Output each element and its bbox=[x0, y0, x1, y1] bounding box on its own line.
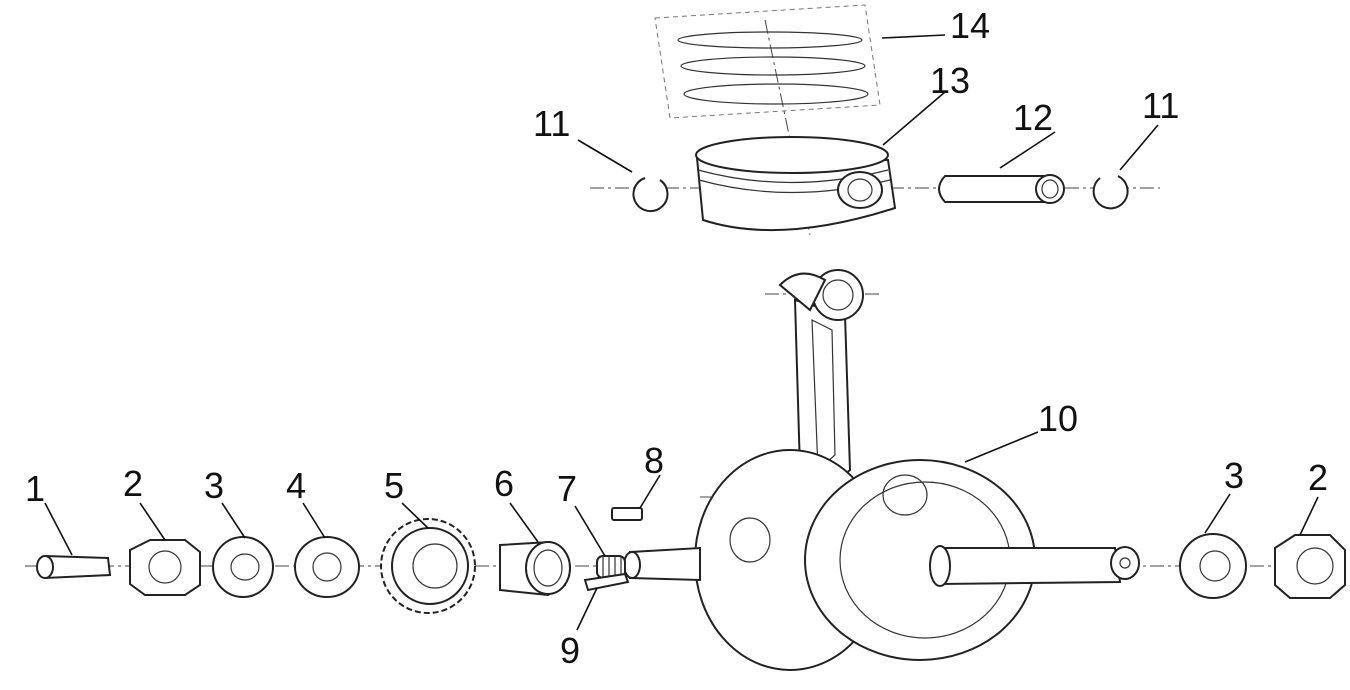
circlip-left bbox=[632, 177, 669, 213]
washer-left bbox=[212, 536, 274, 598]
connecting-rod bbox=[778, 269, 864, 502]
callout-6: 6 bbox=[494, 463, 514, 504]
nut-left bbox=[129, 539, 201, 596]
spring bbox=[596, 555, 626, 579]
washer-right bbox=[1179, 533, 1247, 599]
callout-3-left: 3 bbox=[204, 465, 224, 506]
callout-5: 5 bbox=[384, 465, 404, 506]
callout-3-right: 3 bbox=[1224, 455, 1244, 496]
piston-rings bbox=[654, 4, 881, 119]
callout-7: 7 bbox=[557, 468, 577, 509]
nut-right bbox=[1274, 534, 1346, 599]
bolt bbox=[36, 554, 112, 580]
key bbox=[611, 507, 643, 521]
callout-10: 10 bbox=[1038, 398, 1078, 439]
callout-14: 14 bbox=[950, 5, 990, 46]
spacer bbox=[294, 536, 360, 598]
callout-8: 8 bbox=[644, 440, 664, 481]
crankshaft bbox=[623, 449, 1140, 671]
callout-4: 4 bbox=[286, 465, 306, 506]
piston-pin bbox=[938, 174, 1065, 204]
callout-1: 1 bbox=[25, 468, 45, 509]
leader-lines bbox=[44, 34, 1319, 631]
callout-2-right: 2 bbox=[1308, 457, 1328, 498]
callout-13: 13 bbox=[930, 60, 970, 101]
piston bbox=[695, 136, 897, 232]
callout-2-left: 2 bbox=[123, 463, 143, 504]
callout-12: 12 bbox=[1013, 97, 1053, 138]
circlip-right bbox=[1092, 175, 1129, 210]
callout-9: 9 bbox=[560, 630, 580, 671]
callout-11-left: 11 bbox=[533, 103, 570, 144]
timing-gear bbox=[380, 518, 476, 614]
callout-11-right: 11 bbox=[1142, 85, 1179, 126]
woodruff-key bbox=[583, 572, 630, 592]
bearing-sleeve bbox=[499, 540, 571, 597]
